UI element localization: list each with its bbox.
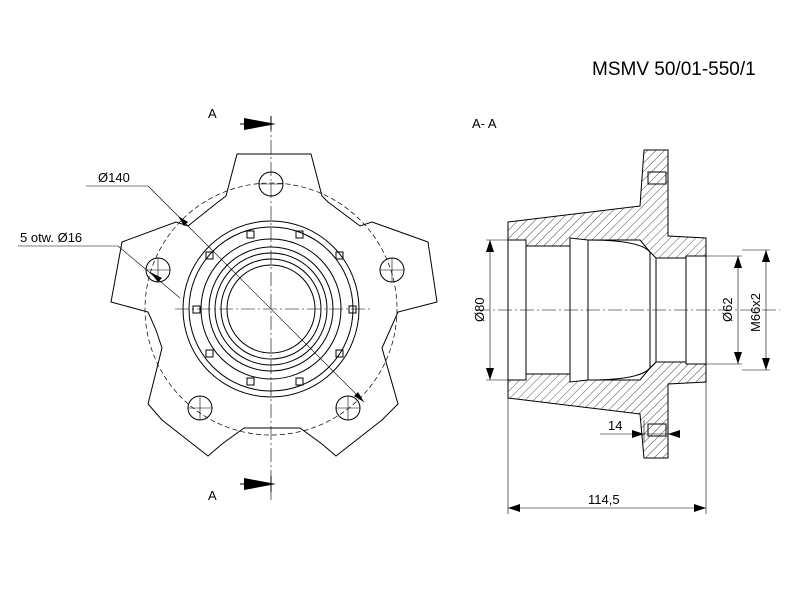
hub-ring-4: [208, 246, 334, 372]
hub-ring-5: [214, 252, 328, 366]
bolt-hole-2: [379, 257, 405, 283]
bolt-hole-4: [187, 395, 213, 421]
holes-leader-line: [117, 245, 181, 299]
dim-14-label: 14: [608, 418, 622, 433]
hub-bore-outer: [220, 258, 322, 360]
front-view: Ø140 5 otw. Ø16 A A: [18, 106, 438, 503]
hub-ring-3: [200, 238, 342, 380]
cut-marker-top: A: [208, 106, 217, 121]
section-lower-wall: [507, 361, 707, 459]
pcd-circle: [144, 182, 398, 436]
dim-thread-label: M66x2: [748, 293, 763, 332]
part-number: MSMV 50/01-550/1: [592, 59, 756, 80]
section-label: A- A: [472, 116, 497, 131]
holes-dimension-label: 5 otw. Ø16: [20, 230, 82, 245]
bolt-hole-3: [335, 395, 361, 421]
hub-notches: [192, 230, 357, 386]
hub-ring-2: [188, 226, 354, 392]
flange-outline: [110, 153, 438, 457]
section-view: A- A Ø80 Ø62 M66x2: [472, 116, 780, 514]
flange-slot-top: [647, 171, 667, 185]
hub-outer-ring: [182, 220, 360, 398]
hub-bore-inner: [226, 264, 316, 354]
bolt-hole-1: [258, 171, 284, 197]
cut-marker-bottom: A: [208, 488, 217, 503]
pcd-dimension-label: Ø140: [98, 170, 130, 185]
dim-length-label: 114,5: [588, 492, 620, 507]
dim-62-label: Ø62: [720, 297, 735, 322]
section-upper-wall: [507, 149, 707, 259]
pcd-dimension-line: [177, 215, 365, 403]
dim-80-label: Ø80: [472, 297, 487, 322]
flange-slot-bottom: [647, 423, 667, 437]
